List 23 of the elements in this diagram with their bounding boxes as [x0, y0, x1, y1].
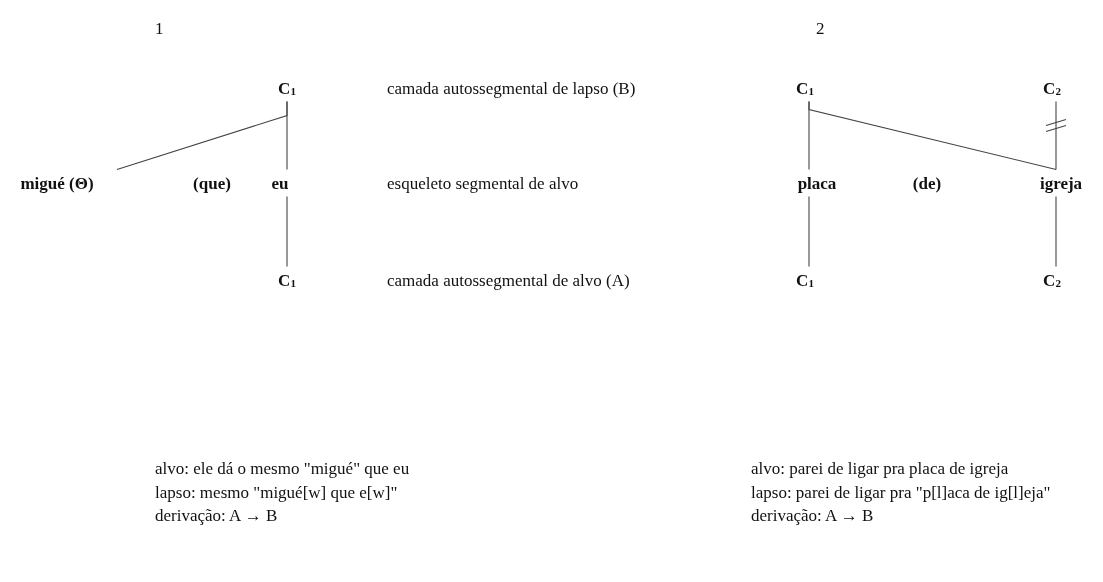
- note-line: lapso: mesmo "migué[w] que e[w]": [155, 483, 398, 501]
- association-line: [1055, 195, 1057, 268]
- note-line: alvo: parei de ligar pra placa de igreja: [751, 459, 1009, 477]
- word: eu: [268, 169, 292, 197]
- example-number: 2: [816, 19, 825, 37]
- note-line: alvo: ele dá o mesmo "migué" que eu: [155, 459, 410, 477]
- association-line: [286, 100, 288, 171]
- tier-label: esqueleto segmental de alvo: [387, 174, 579, 192]
- note-line: lapso: parei de ligar pra "p[l]aca de ig[l]eja": [751, 483, 1051, 501]
- word: placa: [794, 169, 840, 197]
- association-line: [808, 195, 810, 268]
- tier-label: camada autossegmental de alvo (A): [387, 271, 630, 289]
- note-line: derivação: A → B: [155, 506, 278, 524]
- association-line: [1055, 100, 1057, 171]
- note-line: derivação: A → B: [751, 506, 874, 524]
- tier-label: camada autossegmental de lapso (B): [387, 79, 636, 97]
- word: (que): [193, 174, 231, 192]
- word: (de): [912, 174, 942, 192]
- association-line: [286, 195, 288, 268]
- word: migué (Θ): [17, 169, 97, 197]
- word: igreja: [1036, 169, 1086, 197]
- association-line: [808, 100, 1057, 171]
- example-number: 1: [155, 19, 164, 37]
